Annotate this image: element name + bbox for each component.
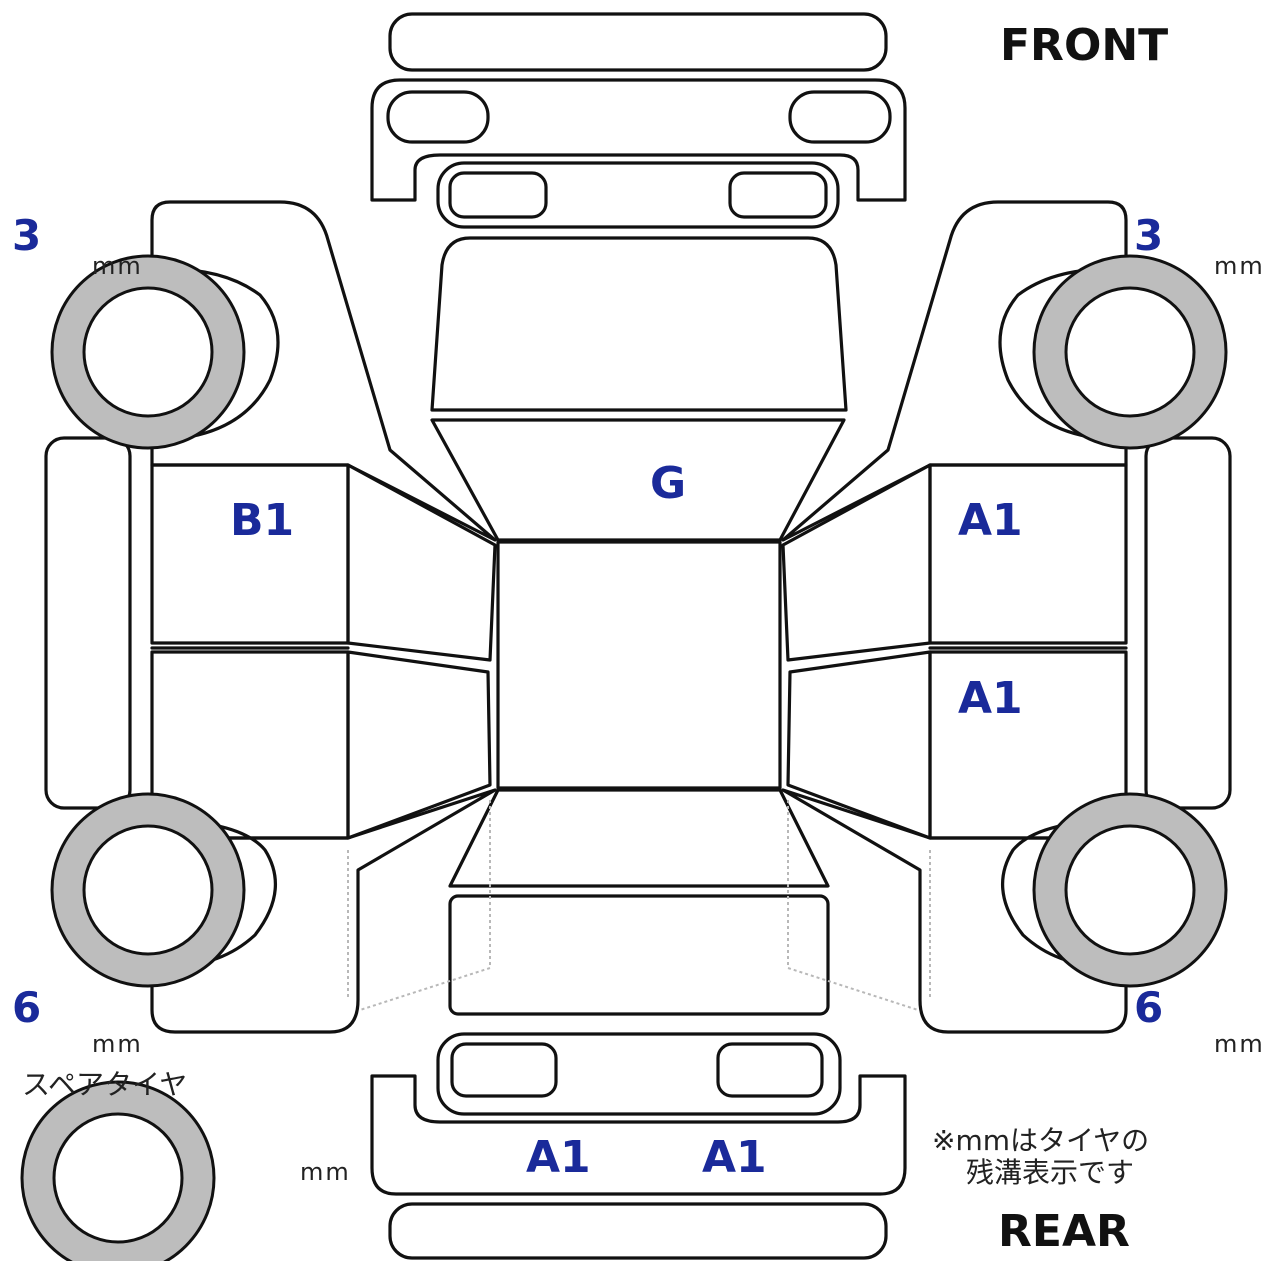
- windshield-outline: [430, 418, 846, 542]
- tread-rear-right-unit: mm: [1214, 1030, 1265, 1058]
- headlight-left-outline: [386, 90, 490, 144]
- rear-bumper-left-damage-code: A1: [526, 1132, 591, 1183]
- tire-front-left[interactable]: [50, 254, 246, 450]
- rear-label: REAR: [998, 1206, 1130, 1257]
- spare-tire-label: スペアタイヤ: [22, 1068, 187, 1101]
- trunk-outline: [448, 894, 830, 1016]
- front-grille-outline: [436, 161, 840, 229]
- headlight-right-outline: [788, 90, 892, 144]
- right-rear-glass-outline: [786, 650, 932, 840]
- roof-damage-code: G: [650, 458, 686, 509]
- left-front-glass-outline: [346, 463, 497, 662]
- note-line-2: 残溝表示です: [966, 1156, 1134, 1189]
- ghost-line-right: [787, 800, 919, 1011]
- rear-light-left-outline: [450, 1042, 558, 1098]
- tread-front-right-value: 3: [1134, 211, 1163, 260]
- tire-front-right[interactable]: [1032, 254, 1228, 450]
- fog-light-right-outline: [728, 171, 828, 219]
- tread-front-right-unit: mm: [1214, 252, 1265, 280]
- rear-panel-outline: [436, 1032, 842, 1116]
- hood-outline: [430, 236, 848, 412]
- front-label: FRONT: [1000, 20, 1168, 71]
- left-front-door-outline: [150, 463, 350, 645]
- tread-spare-unit: mm: [300, 1158, 351, 1186]
- rear-bumper-right-damage-code: A1: [702, 1132, 767, 1183]
- note-line-1: ※mmはタイヤの: [932, 1124, 1149, 1157]
- rear-lower-bumper-outline: [388, 1202, 888, 1260]
- tire-rear-right[interactable]: [1032, 792, 1228, 988]
- tire-rear-left[interactable]: [50, 792, 246, 988]
- fog-light-left-outline: [448, 171, 548, 219]
- tire-spare[interactable]: [20, 1080, 216, 1261]
- roof-outline: [496, 540, 782, 790]
- left-rear-glass-outline: [346, 650, 492, 840]
- right-rear-door-damage-code: A1: [958, 673, 1023, 724]
- tread-rear-left-value: 6: [12, 983, 41, 1032]
- rear-window-outline: [448, 788, 830, 888]
- left-side-damage-code: B1: [230, 495, 294, 546]
- front-fascia-outline: [370, 78, 907, 202]
- tread-front-left-value: 3: [12, 211, 41, 260]
- right-front-door-outline: [928, 463, 1128, 645]
- right-front-glass-outline: [781, 463, 932, 662]
- ghost-line-left: [359, 800, 491, 1011]
- rear-light-right-outline: [716, 1042, 824, 1098]
- tread-rear-left-unit: mm: [92, 1030, 143, 1058]
- right-sill-outline: [1144, 436, 1232, 810]
- tread-front-left-unit: mm: [92, 252, 143, 280]
- left-sill-outline: [44, 436, 132, 810]
- tread-rear-right-value: 6: [1134, 983, 1163, 1032]
- right-front-door-damage-code: A1: [958, 495, 1023, 546]
- front-bumper-outline: [388, 12, 888, 72]
- rear-bumper-outline: [370, 1074, 907, 1196]
